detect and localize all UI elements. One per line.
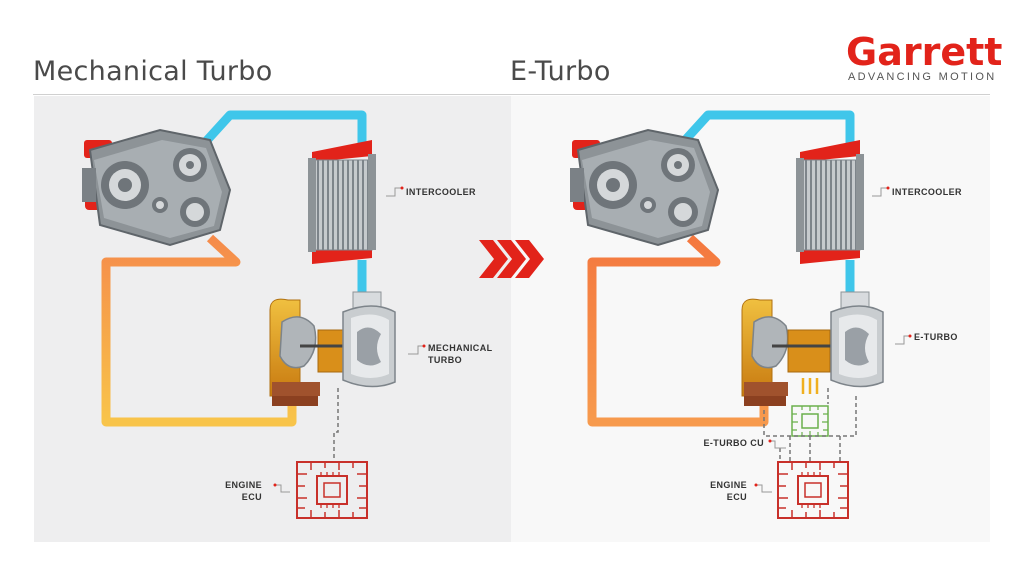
garrett-logo: Garrett ADVANCING MOTION — [846, 30, 1002, 86]
mechanical-turbo — [269, 291, 396, 406]
right-exhaust-pipe — [587, 234, 769, 427]
left-cold-air-pipe — [196, 110, 367, 152]
left-engine — [81, 129, 231, 246]
e-turbo-control-unit — [791, 405, 829, 437]
left-turbo-label-line2: TURBO — [428, 355, 462, 365]
left-diagram: INTERCOOLER MECHANICAL TURBO ENGINE ECU — [81, 110, 493, 519]
right-ecu-label-line1: ENGINE — [710, 480, 747, 490]
right-turbo-label: E-TURBO — [914, 332, 958, 342]
left-ecu-label-line2: ECU — [242, 492, 262, 502]
right-engine — [569, 129, 719, 246]
right-intercooler — [795, 139, 865, 265]
left-intercooler-label: INTERCOOLER — [406, 187, 476, 197]
left-ecu-link — [333, 388, 339, 462]
right-ecu-label-line2: ECU — [727, 492, 747, 502]
left-ecu-label-line1: ENGINE — [225, 480, 262, 490]
left-turbo-label-line1: MECHANICAL — [428, 343, 493, 353]
header-divider — [33, 94, 990, 95]
right-engine-ecu — [777, 461, 849, 519]
brand-tagline: ADVANCING MOTION — [848, 71, 997, 83]
left-exhaust-pipe — [101, 234, 297, 427]
left-turbo-callout — [408, 345, 424, 355]
mechanical-turbo-title: Mechanical Turbo — [33, 56, 273, 87]
left-engine-ecu — [296, 461, 368, 519]
brand-name: Garrett — [846, 30, 1003, 74]
right-ecu-callout — [756, 484, 772, 493]
right-ecu-links — [763, 388, 857, 462]
right-intercooler-callout — [872, 187, 888, 197]
left-intercooler-callout — [386, 187, 402, 197]
left-intercooler — [307, 139, 377, 265]
e-turbo-title: E-Turbo — [510, 56, 611, 87]
right-cu-callout — [770, 440, 786, 449]
right-diagram: INTERCOOLER E-TURBO E-TURBO CU ENGINE EC… — [569, 110, 962, 519]
right-turbo-callout — [895, 335, 910, 345]
transition-arrows-icon — [479, 240, 544, 278]
right-cu-label: E-TURBO CU — [704, 438, 765, 448]
e-turbo — [741, 291, 884, 406]
right-intercooler-label: INTERCOOLER — [892, 187, 962, 197]
right-cold-air-pipe — [674, 110, 855, 152]
left-ecu-callout — [275, 484, 290, 493]
